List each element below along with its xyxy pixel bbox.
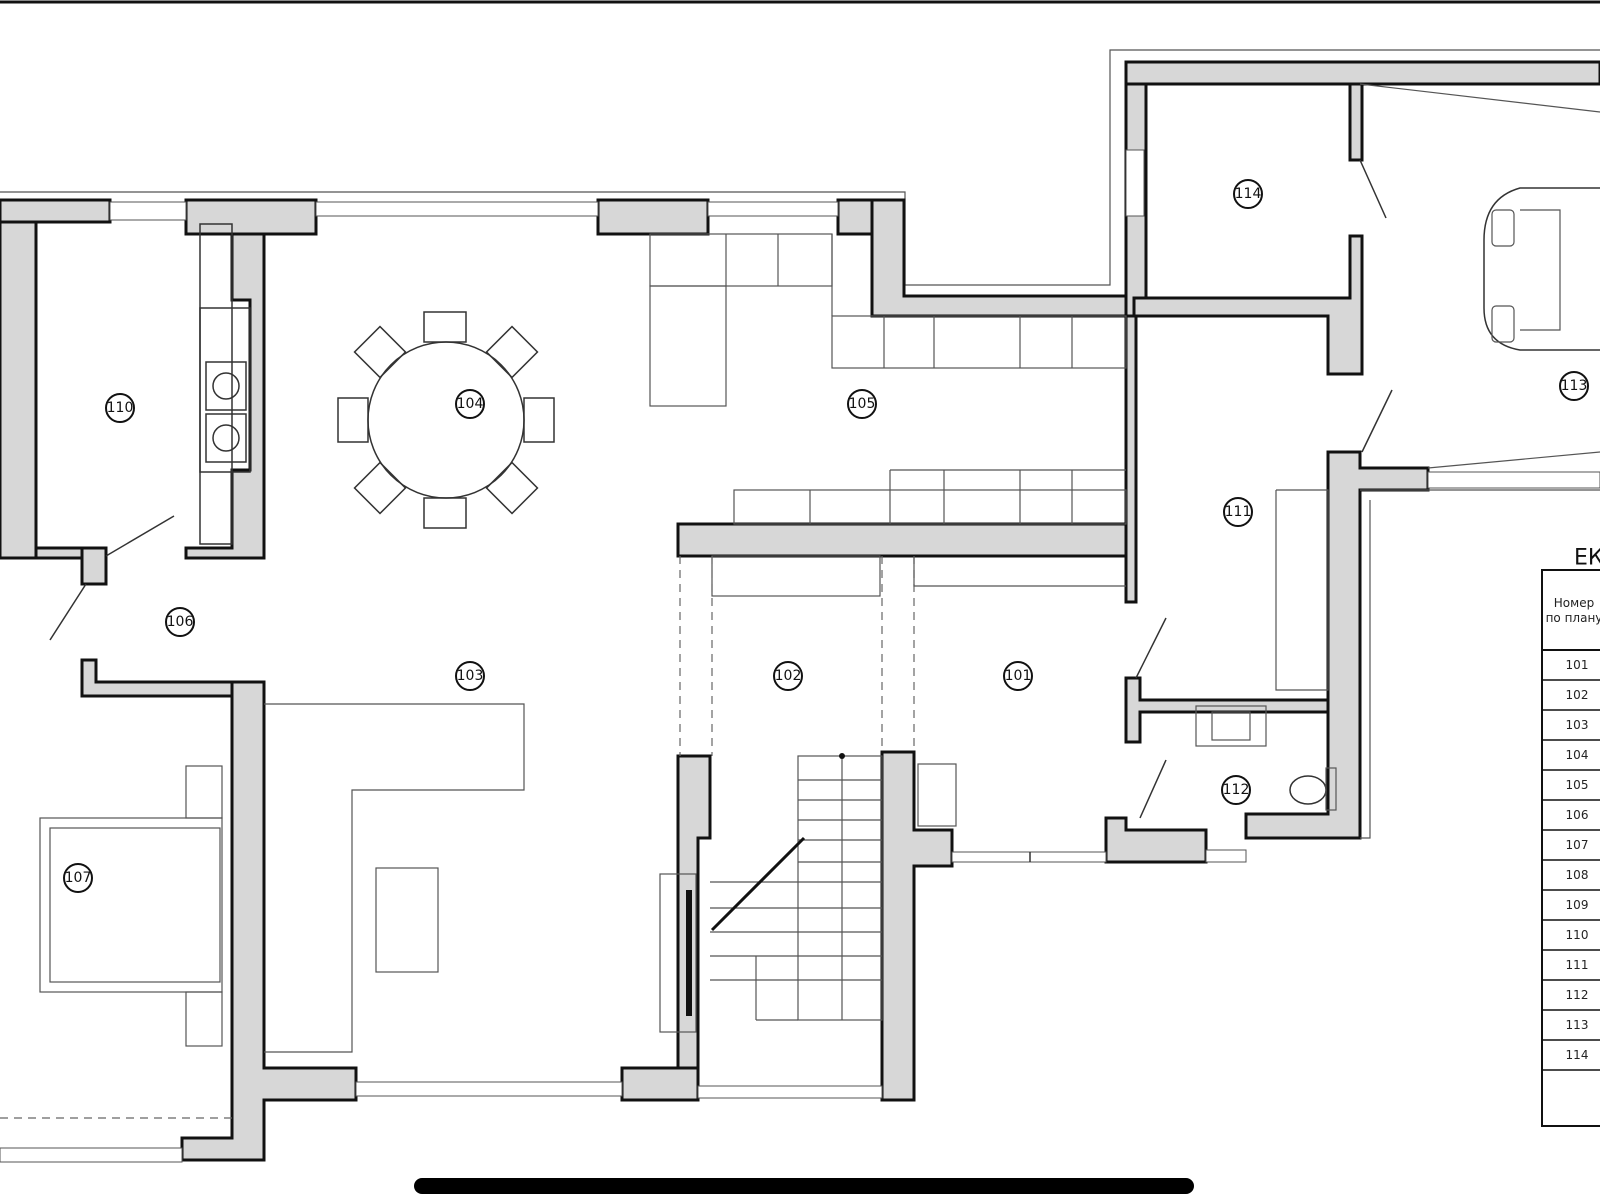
outline-top — [0, 49, 1600, 286]
schedule-rows: 101 102 103 104 105 106 107 108 109 110 111 112 113 1… — [1542, 658, 1600, 1071]
kitchen-counter — [199, 223, 251, 545]
schedule-row-number: 108 — [1566, 868, 1589, 882]
schedule-row-number: 114 — [1566, 1048, 1589, 1062]
schedule-row-number: 103 — [1566, 718, 1589, 732]
room-label: 104 — [457, 396, 484, 412]
room-tag-102: 102 — [773, 661, 803, 691]
room-tag-113: 113 — [1559, 371, 1589, 401]
room-tag-114: 114 — [1233, 179, 1263, 209]
windows — [0, 149, 1600, 1163]
schedule-row-number: 112 — [1566, 988, 1589, 1002]
walls — [0, 60, 1600, 1162]
room-label: 107 — [65, 870, 92, 886]
schedule-row-number: 105 — [1566, 778, 1589, 792]
room-label: 110 — [107, 400, 134, 416]
kitchen-island — [264, 703, 525, 1053]
schedule-row-number: 111 — [1566, 958, 1589, 972]
outline-right-2 — [1360, 500, 1371, 839]
room-tag-112: 112 — [1221, 775, 1251, 805]
room-tag-103: 103 — [455, 661, 485, 691]
room-schedule: ЕК Номер по плану 1011021031041051061071… — [1541, 546, 1600, 1127]
room-label: 103 — [457, 668, 484, 684]
room-tag-107: 107 — [63, 863, 93, 893]
schedule-header: Номер — [1554, 596, 1594, 610]
room-label: 101 — [1005, 668, 1032, 684]
room-label: 113 — [1561, 378, 1588, 394]
dining-table — [337, 311, 555, 529]
doors — [49, 159, 1393, 862]
schedule-row-number: 109 — [1566, 898, 1589, 912]
schedule-row-number: 101 — [1566, 658, 1589, 672]
car — [1359, 83, 1600, 469]
schedule-header: по плану — [1546, 611, 1600, 625]
staircase — [659, 753, 883, 1033]
room-tag-111: 111 — [1223, 497, 1253, 527]
room-tag-106: 106 — [165, 607, 195, 637]
room-label: 112 — [1223, 782, 1250, 798]
room-tag-101: 101 — [1003, 661, 1033, 691]
bathroom-fixtures — [1195, 705, 1337, 811]
room-label: 102 — [775, 668, 802, 684]
schedule-row-number: 104 — [1566, 748, 1589, 762]
room-tag-104: 104 — [455, 389, 485, 419]
bed — [0, 765, 232, 1119]
room-label: 105 — [849, 396, 876, 412]
room-label: 111 — [1225, 504, 1252, 520]
schedule-title: ЕК — [1574, 546, 1600, 571]
room-tag-110: 110 — [105, 393, 135, 423]
schedule-row-number: 110 — [1566, 928, 1589, 942]
home-indicator[interactable] — [414, 1178, 1194, 1194]
closet — [1275, 489, 1329, 691]
room-label: 106 — [167, 614, 194, 630]
schedule-row-number: 102 — [1566, 688, 1589, 702]
schedule-row-number: 107 — [1566, 838, 1589, 852]
hall-furniture — [679, 555, 1126, 827]
schedule-row-number: 113 — [1566, 1018, 1589, 1032]
room-label: 114 — [1235, 186, 1262, 202]
living-furniture — [649, 233, 1127, 525]
schedule-row-number: 106 — [1566, 808, 1589, 822]
room-tag-105: 105 — [847, 389, 877, 419]
room-tags: 110 104 105 106 103 102 101 107 111 112 … — [63, 179, 1589, 893]
